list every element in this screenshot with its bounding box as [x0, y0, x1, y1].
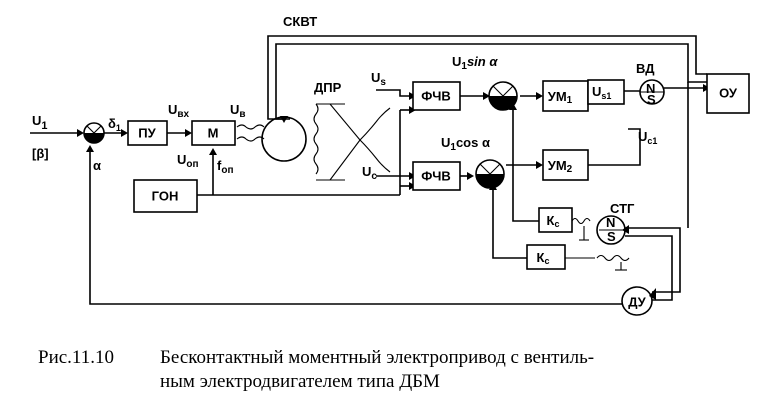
caption-number: Рис.11.10 [38, 347, 114, 368]
sum-junction-2 [488, 81, 518, 111]
ou-label: ОУ [719, 86, 738, 101]
stg-label: СТГ [610, 201, 635, 216]
fchv1-block [412, 81, 461, 111]
kc1-block [538, 207, 573, 233]
kc2-label: Кс [537, 250, 550, 267]
fchv1-label: ФЧВ [421, 89, 450, 104]
us-label: Us [371, 70, 386, 88]
sum-junction-1 [83, 122, 105, 144]
du-block [621, 286, 653, 316]
sum-junction-3 [475, 159, 505, 189]
beta-label: [β] [32, 146, 49, 161]
skvt-label: СКВТ [283, 14, 317, 29]
figure-caption: Рис.11.10 Бесконтактный моментный электро… [38, 346, 758, 394]
pu-label: ПУ [138, 126, 156, 141]
vd-label: ВД [636, 61, 655, 76]
svg-text:N: N [606, 215, 615, 230]
us1-label: Us1 [592, 84, 611, 101]
um1-label: УМ1 [548, 89, 573, 106]
pu-block [127, 120, 168, 146]
us1-block [587, 79, 625, 105]
fchv2-block [412, 161, 461, 191]
uc1-label: Uc1 [638, 129, 657, 146]
uop-label: Uоп [177, 152, 199, 170]
svg-text:S: S [607, 229, 616, 244]
uc-label: Uc [362, 164, 377, 182]
dpr-label: ДПР [314, 80, 342, 95]
kc1-label: Кс [547, 213, 560, 230]
uvx-label: Uвх [168, 102, 190, 120]
ou-block [706, 73, 750, 114]
uv-label: Uв [230, 102, 246, 120]
fop-label: fоп [217, 158, 234, 176]
svg-text:N: N [646, 81, 655, 96]
m-label: М [208, 126, 219, 141]
stg-motor [596, 215, 626, 245]
gon-block [133, 179, 198, 213]
u1cos-label: U1cos α [441, 135, 490, 153]
du-label: ДУ [628, 295, 646, 310]
alpha-label: α [93, 158, 101, 173]
delta-label: δ1 [108, 116, 121, 133]
caption-line1: Бесконтактный моментный электропривод с … [160, 347, 595, 368]
svg-text:S: S [647, 92, 656, 107]
um2-block [542, 149, 589, 181]
m-block [191, 120, 236, 146]
caption-line2: ным электродвигателем типа ДБМ [160, 370, 440, 392]
gon-label: ГОН [152, 189, 179, 204]
kc2-block [526, 244, 566, 270]
fchv2-label: ФЧВ [421, 169, 450, 184]
u1-label: U1 [32, 113, 48, 132]
um2-label: УМ2 [548, 158, 573, 175]
u1sin-label: U1sin α [452, 54, 498, 72]
